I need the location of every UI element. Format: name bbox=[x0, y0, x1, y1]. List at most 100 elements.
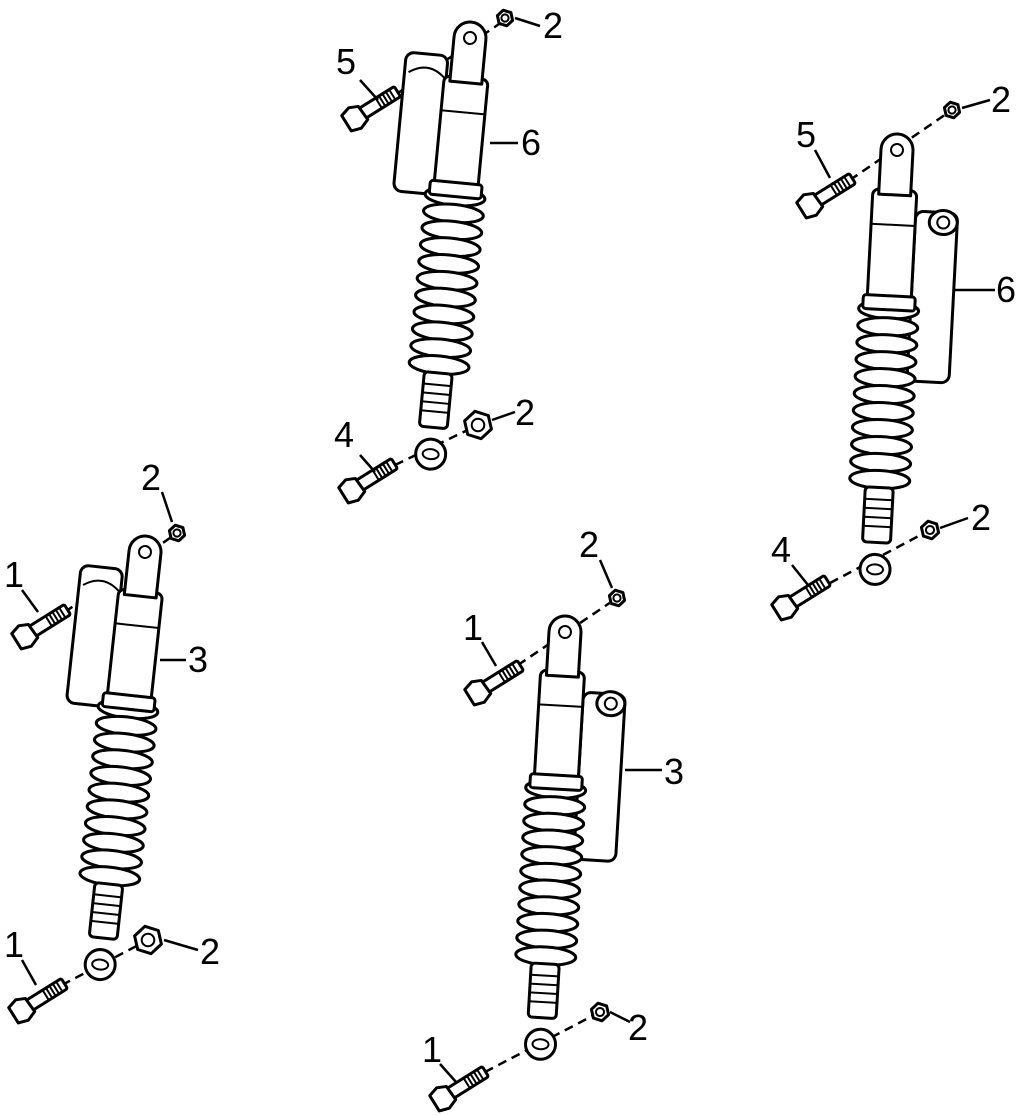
bottom-eye bbox=[524, 1027, 558, 1061]
shock-right bbox=[848, 132, 959, 586]
nut-hole bbox=[924, 524, 936, 536]
callout-number: 6 bbox=[521, 122, 541, 163]
upper-body bbox=[432, 74, 490, 195]
bolt-1-bottom-lower bbox=[428, 1065, 490, 1113]
spring-collar bbox=[528, 772, 584, 792]
nut-body bbox=[463, 409, 493, 441]
leader-line bbox=[480, 641, 498, 667]
reservoir-cap bbox=[927, 209, 959, 237]
callout-number: 5 bbox=[796, 114, 816, 155]
lower-shaft bbox=[861, 485, 895, 545]
callout-number: 1 bbox=[4, 554, 24, 595]
top-mount bbox=[544, 614, 583, 679]
callout-number: 2 bbox=[628, 1007, 648, 1048]
leader-line bbox=[163, 938, 199, 952]
top-mount bbox=[122, 534, 163, 600]
bolt-thread bbox=[381, 93, 390, 105]
callout-number: 2 bbox=[579, 524, 599, 565]
callout-number: 4 bbox=[334, 414, 354, 455]
shaft-knurl bbox=[423, 382, 452, 388]
bolt-thread bbox=[843, 176, 852, 188]
nut-body bbox=[167, 523, 187, 543]
spring-collar bbox=[427, 178, 484, 201]
spring-collar bbox=[861, 293, 917, 313]
bolt-thread bbox=[818, 578, 827, 590]
bolt-thread bbox=[466, 1075, 475, 1087]
leader-line bbox=[359, 79, 379, 101]
shock-top-center bbox=[392, 20, 490, 471]
upper-body bbox=[865, 187, 919, 308]
leader-line bbox=[598, 559, 614, 589]
bolt-thread bbox=[54, 609, 63, 621]
callout-number: 5 bbox=[336, 41, 356, 82]
bottom-eye bbox=[83, 948, 117, 982]
leader-line bbox=[514, 16, 541, 28]
nut-hole bbox=[947, 105, 957, 115]
bolt-head bbox=[463, 678, 493, 707]
bolt-thread bbox=[41, 989, 50, 1001]
bottom-eye-hole bbox=[91, 958, 110, 971]
nut-body bbox=[942, 100, 962, 120]
nut-bottom-upper bbox=[607, 588, 627, 608]
callout-number: 2 bbox=[971, 497, 991, 538]
bolt-thread bbox=[808, 584, 817, 596]
leader-line bbox=[609, 1010, 631, 1024]
leader-line bbox=[20, 589, 40, 613]
nut-right-upper bbox=[942, 100, 962, 120]
reservoir-cap-hole bbox=[603, 696, 618, 711]
nut-top-center-upper bbox=[495, 8, 515, 28]
bolt-thread bbox=[48, 613, 57, 625]
callout-number: 4 bbox=[771, 529, 791, 570]
leader-line bbox=[20, 959, 38, 986]
axis-line bbox=[517, 596, 618, 667]
bolt-head bbox=[10, 622, 40, 651]
nut-right-lower bbox=[919, 519, 941, 541]
upper-body bbox=[532, 668, 586, 787]
nut-left-lower bbox=[133, 924, 163, 956]
shaft-knurl bbox=[863, 524, 892, 529]
leader-line bbox=[439, 1063, 457, 1083]
bottom-eye bbox=[414, 437, 448, 471]
leader-line bbox=[491, 410, 516, 422]
bolt-thread bbox=[378, 95, 387, 107]
nut-bottom-lower bbox=[589, 1001, 611, 1023]
shock-bottom-center bbox=[514, 614, 627, 1061]
callout-number: 3 bbox=[664, 751, 684, 792]
spring-collar bbox=[100, 691, 157, 714]
nut-body bbox=[133, 924, 163, 956]
bolt-thread bbox=[469, 1073, 478, 1085]
bolt-thread bbox=[384, 91, 393, 103]
bolt-thread bbox=[814, 580, 823, 592]
bolt-1-left-upper bbox=[10, 603, 72, 651]
bottom-eye-hole bbox=[866, 563, 885, 576]
reservoir-hose bbox=[408, 66, 447, 81]
bolt-head bbox=[428, 1084, 458, 1113]
top-mount bbox=[448, 20, 488, 86]
nut-top-center-lower bbox=[463, 409, 493, 441]
reservoir-hose bbox=[82, 579, 122, 594]
bolt-thread bbox=[501, 669, 510, 681]
bolt-head bbox=[770, 593, 800, 622]
callout-number: 2 bbox=[515, 392, 535, 433]
bolt-thread bbox=[836, 180, 845, 192]
shaft-knurl bbox=[422, 391, 451, 397]
top-eye-hole bbox=[558, 625, 572, 639]
bolt-thread bbox=[385, 461, 394, 473]
leader-line bbox=[160, 491, 174, 523]
bolt-thread bbox=[375, 467, 384, 479]
body-ring bbox=[440, 109, 485, 116]
nut-hole bbox=[470, 417, 486, 433]
callout-number: 2 bbox=[543, 5, 563, 46]
body-ring bbox=[871, 222, 916, 228]
bolt-thread bbox=[381, 463, 390, 475]
top-eye-hole bbox=[890, 143, 904, 157]
nut-left-upper bbox=[167, 523, 187, 543]
bolt-thread bbox=[804, 586, 813, 598]
bolt-thread bbox=[55, 981, 64, 993]
shaft-knurl bbox=[530, 982, 559, 987]
callout-number: 2 bbox=[991, 79, 1011, 120]
bolt-thread bbox=[833, 182, 842, 194]
leader-line bbox=[813, 149, 832, 179]
bolt-thread bbox=[51, 983, 60, 995]
